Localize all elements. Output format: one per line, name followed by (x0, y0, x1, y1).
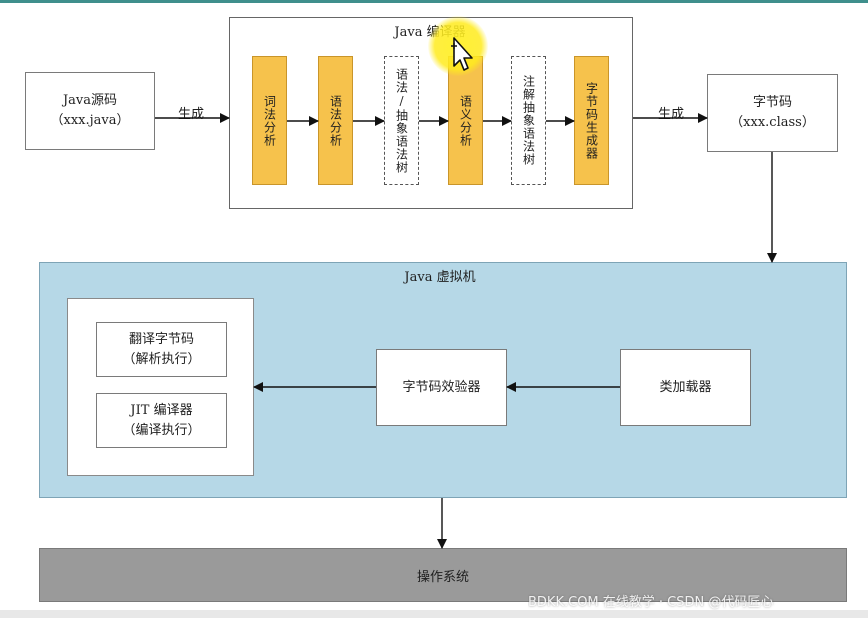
interpreter-mode: （解析执行） (122, 351, 201, 367)
stage-syntax-analysis: 语法分析 (318, 56, 353, 185)
class-loader-box: 类加载器 (620, 349, 751, 426)
bytecode-filename: （xxx.class） (730, 115, 815, 130)
class-loader-label: 类加载器 (659, 379, 712, 395)
stage-annotated-syntax-tree: 注解抽象语法树 (511, 56, 546, 185)
bottom-strip (0, 610, 868, 618)
interpreter-label: 翻译字节码 (128, 331, 194, 347)
java-source-label: Java源码 (62, 93, 118, 108)
move-cursor-icon (451, 37, 473, 71)
java-source-filename: （xxx.java） (50, 113, 130, 128)
bytecode-box: 字节码 （xxx.class） (707, 74, 838, 152)
stage-syntax-tree: 语法/抽象语法树 (384, 56, 419, 185)
operating-system-bar: 操作系统 (39, 548, 847, 602)
jit-compiler-mode: （编译执行） (122, 422, 201, 438)
java-source-box: Java源码 （xxx.java） (25, 72, 155, 150)
operating-system-label: 操作系统 (416, 569, 469, 585)
watermark-text: BDKK.COM 在线教学 · CSDN @代码匠心 (528, 595, 774, 610)
stage-lexical-analysis: 词法分析 (252, 56, 287, 185)
stage-bytecode-generator: 字节码生成器 (574, 56, 609, 185)
jvm-title: Java 虚拟机 (404, 270, 476, 285)
bytecode-label: 字节码 (752, 95, 792, 110)
top-strip (0, 0, 868, 3)
jit-compiler-box: JIT 编译器 （编译执行） (96, 393, 227, 448)
bytecode-verifier-label: 字节码效验器 (402, 379, 481, 395)
interpreter-box: 翻译字节码 （解析执行） (96, 322, 227, 377)
bytecode-verifier-box: 字节码效验器 (376, 349, 507, 426)
jit-compiler-label: JIT 编译器 (130, 402, 193, 418)
